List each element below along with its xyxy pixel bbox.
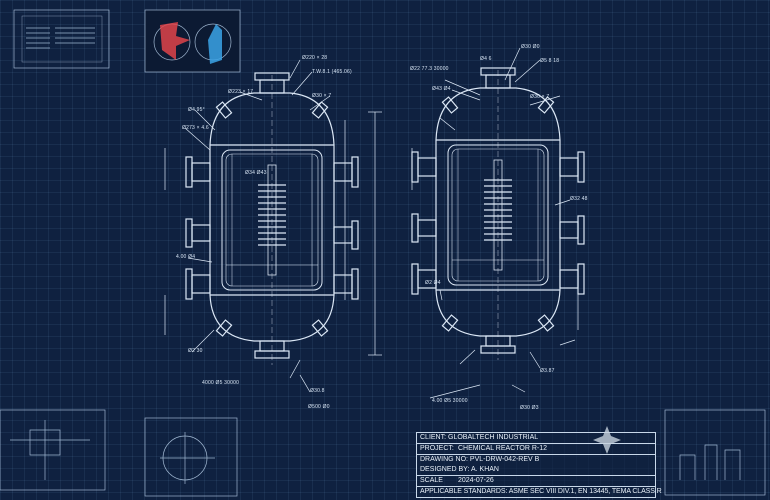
dim-label: Ø220 × 28 [302,55,328,61]
dim-label: Ø30 Ø0 [521,44,540,50]
scale-value: 2024-07-26 [457,477,494,484]
dim-label: Ø22 77.3 30000 [410,66,449,72]
drawing-row: DRAWING NO: PVL-DRW-042-REV B [420,456,540,463]
dim-label: Ø34 Ø43 [245,170,267,176]
standards-row: APPLICABLE STANDARDS: ASME SEC VIII DIV.… [420,488,662,495]
dim-label: 4.00 Ø4 [176,254,196,260]
dim-label: Ø3.87 [540,368,555,374]
dim-label: Ø4 95° [188,107,205,113]
dim-label: 4000 Ø5 30000 [202,380,240,386]
client-value: GLOBALTECH INDUSTRIAL [448,434,539,441]
designer-value: A. KHAN [470,466,499,473]
dim-label: T.W.8.1 (465.06) [312,69,352,75]
dim-label: Ø30 Ø3 [520,405,539,411]
dim-label: Ø500 Ø0 [308,404,330,410]
dim-label: Ø2 Ø4 [425,280,441,286]
drawing-value: PVL-DRW-042-REV B [469,456,540,463]
dim-label: Ø30 × 7 [312,93,332,99]
client-row: CLIENT: GLOBALTECH INDUSTRIAL [417,433,655,444]
project-value: CHEMICAL REACTOR R-12 [457,445,548,452]
reference-panels [0,9,766,497]
dim-label: Ø223 × 17 [228,89,254,95]
dimension-lines [164,47,579,399]
red-section-marker [160,22,190,60]
dim-label: Ø4 6 [480,56,492,62]
dim-label: Ø32 48 [570,196,588,202]
dim-label: 4.00 Ø5 30000 [432,398,468,404]
dim-label: Ø2 30 [188,348,203,354]
standards-value: ASME SEC VIII DIV.1, EN 13445, TEMA CLAS… [508,488,662,495]
dim-label: Ø5 8 18 [540,58,560,64]
dim-label: Ø43 Ø4 [432,86,451,92]
designer-row: DESIGNED BY: A. KHAN [417,465,655,476]
reactor-vessel-right [411,67,585,361]
dim-label: Ø30 × 7 [530,94,550,100]
blue-section-marker [208,24,222,64]
dim-label: Ø273 × 4.6 [182,125,209,131]
reactor-vessel-left [185,72,359,366]
project-row: PROJECT: CHEMICAL REACTOR R-12 [417,444,655,455]
scale-row: SCALE 2024-07-26 [417,476,655,487]
dim-label: Ø30.8 [310,388,325,394]
title-block: CLIENT: GLOBALTECH INDUSTRIAL PROJECT: C… [416,432,662,498]
